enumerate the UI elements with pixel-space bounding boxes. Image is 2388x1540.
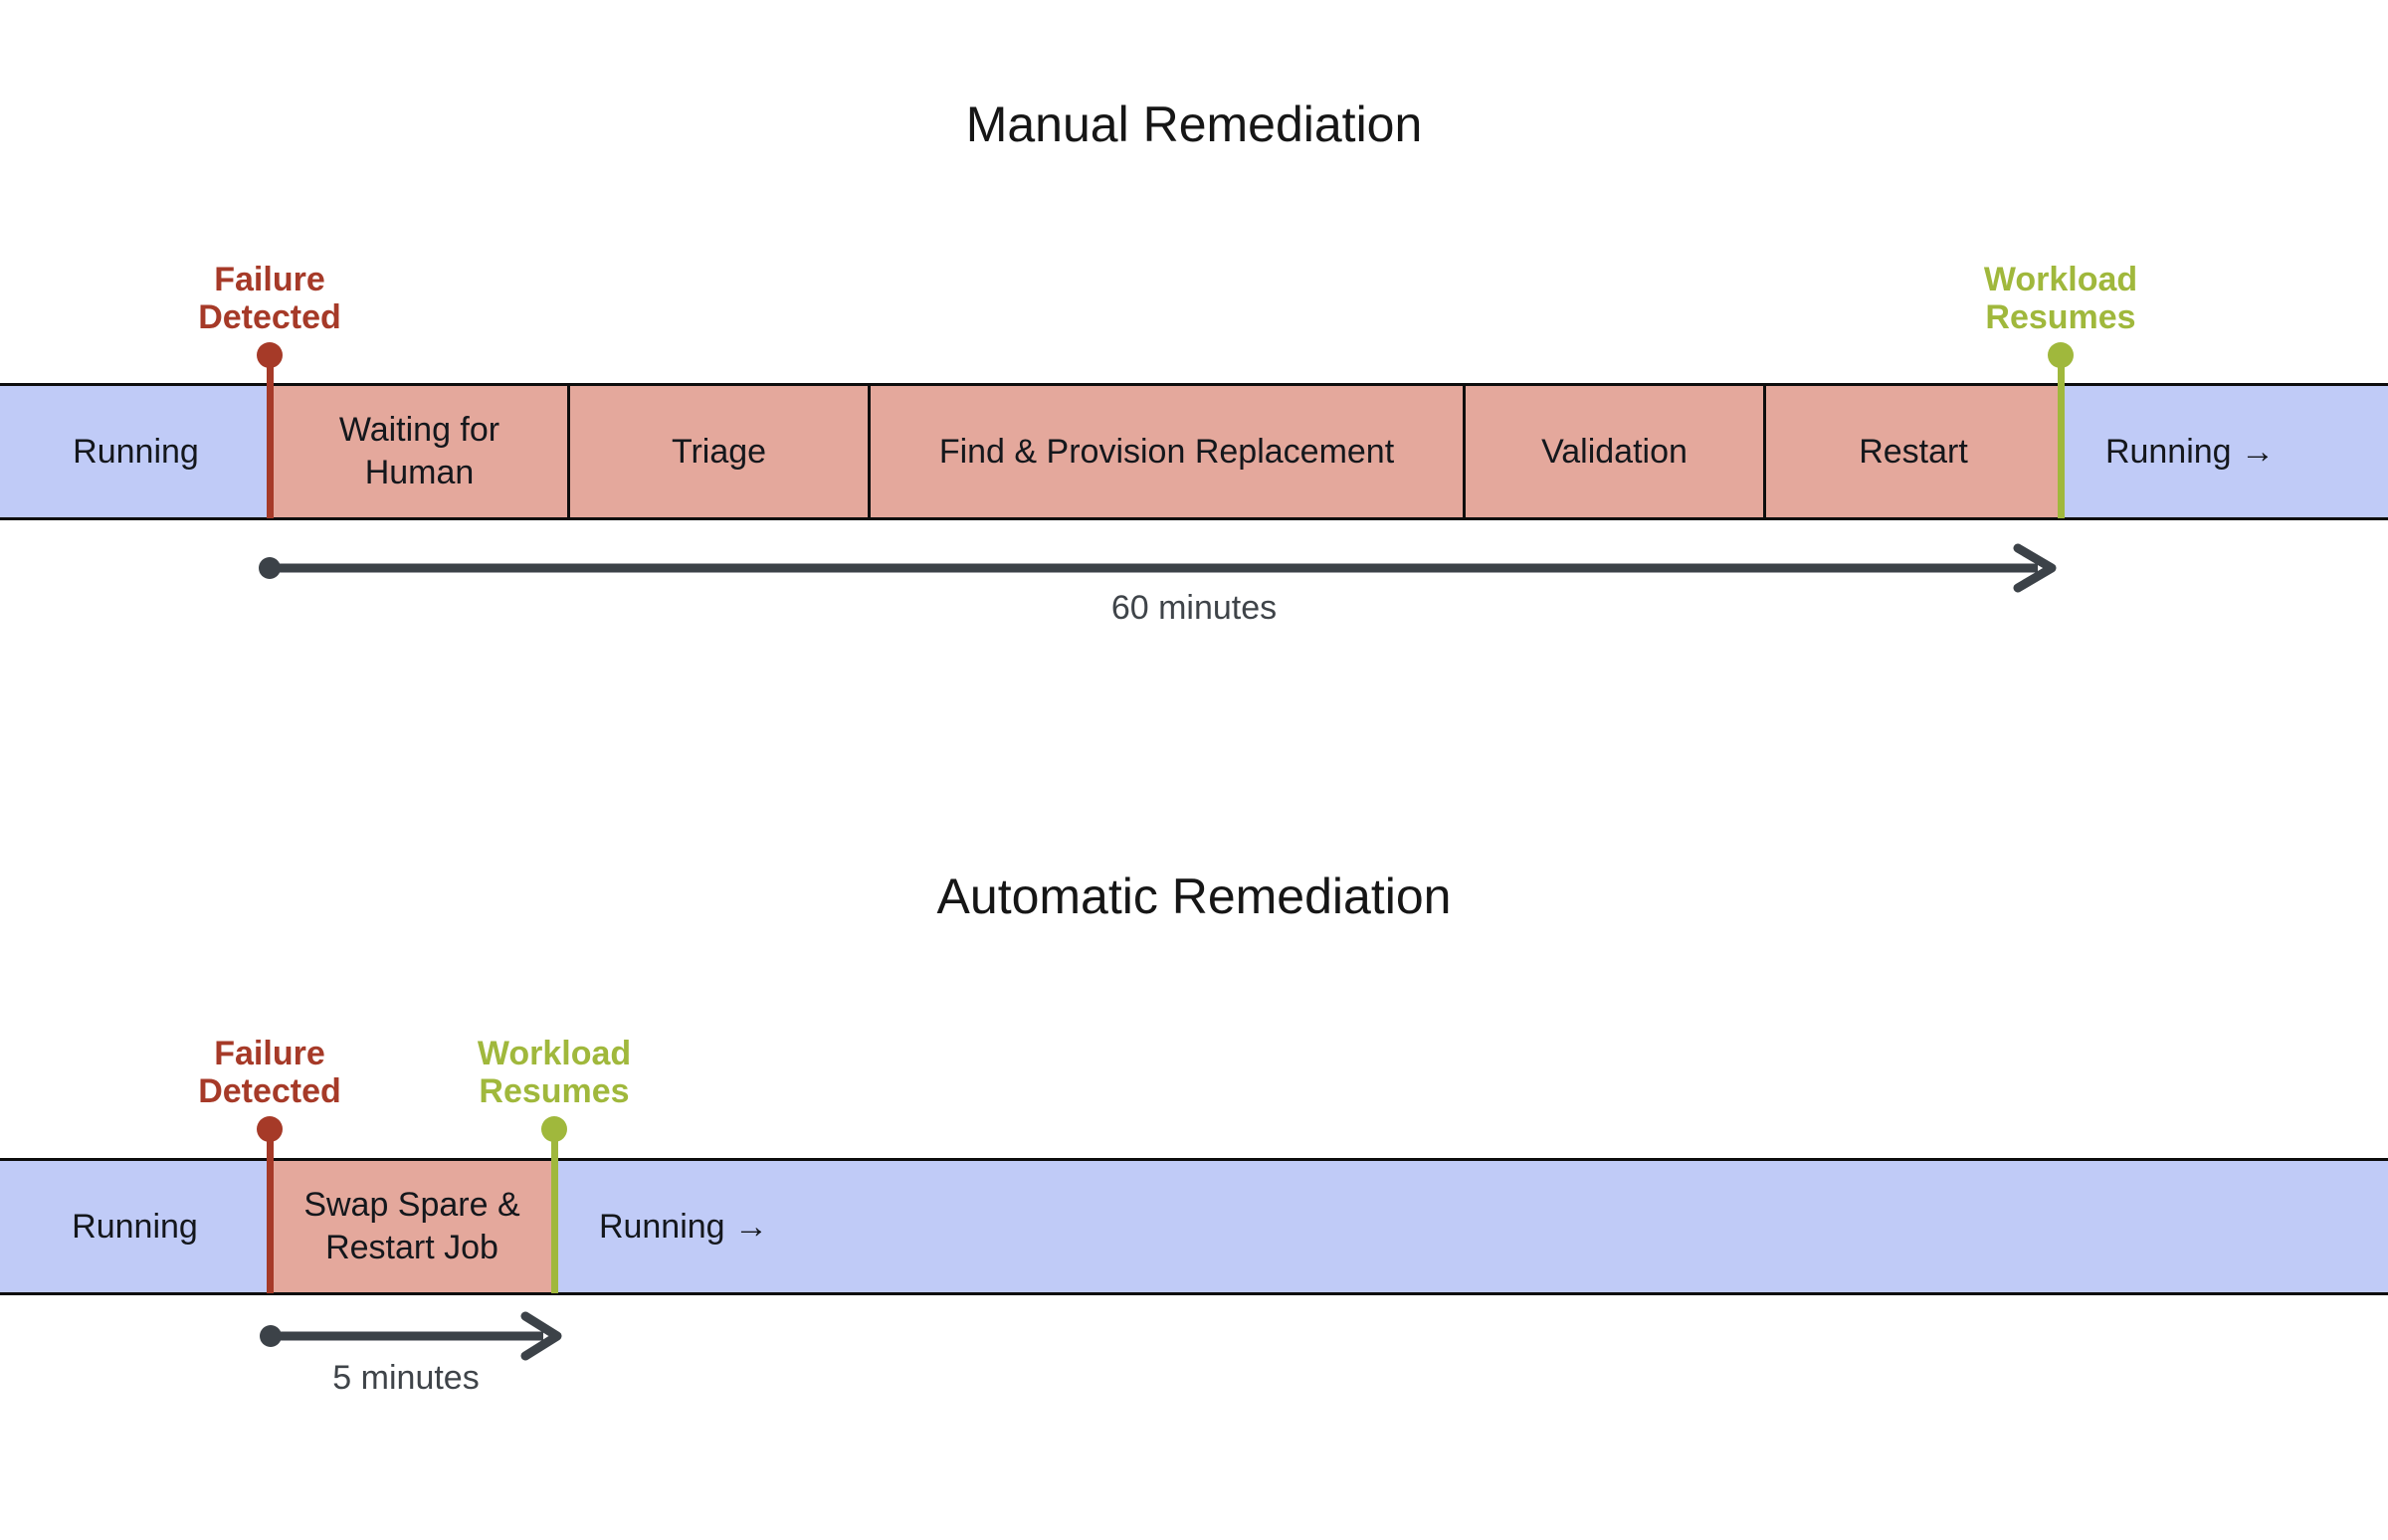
resume-marker-dot-icon: [2048, 342, 2074, 368]
manual-duration-arrow-icon: [259, 543, 2057, 593]
resume-marker-stem-auto: [551, 1124, 558, 1293]
segment-triage: Triage: [567, 386, 868, 517]
resume-marker-stem: [2058, 350, 2065, 518]
failure-detected-line1: Failure: [214, 261, 325, 298]
segment-swap-spare-restart-job: Swap Spare & Restart Job: [270, 1161, 554, 1292]
segment-running-resumed-auto: Running →: [554, 1161, 2388, 1292]
segment-restart: Restart: [1763, 386, 2061, 517]
workload-resumes-label-auto: Workload Resumes: [375, 1035, 733, 1110]
workload-resumes-auto-line2: Resumes: [479, 1072, 630, 1110]
failure-detected-auto-line1: Failure: [214, 1035, 325, 1072]
workload-resumes-line1: Workload: [1983, 261, 2138, 298]
automatic-timeline-bar: Running Swap Spare & Restart Job Running…: [0, 1158, 2388, 1295]
failure-detected-line2: Detected: [198, 298, 341, 336]
segment-waiting-for-human: Waiting for Human: [272, 386, 567, 517]
segment-running-resumed-auto-label: Running →: [598, 1207, 769, 1246]
manual-remediation-title: Manual Remediation: [965, 96, 1423, 152]
segment-running-auto: Running: [0, 1161, 270, 1292]
segment-find-provision-replacement: Find & Provision Replacement: [868, 386, 1463, 517]
workload-resumes-label: Workload Resumes: [1882, 261, 2240, 336]
failure-marker-dot-auto-icon: [257, 1116, 283, 1142]
segment-validation: Validation: [1463, 386, 1763, 517]
failure-marker-stem: [267, 350, 274, 518]
failure-detected-auto-line2: Detected: [198, 1072, 341, 1110]
failure-detected-label-auto: Failure Detected: [91, 1035, 449, 1110]
failure-detected-label: Failure Detected: [91, 261, 449, 336]
automatic-duration-label: 5 minutes: [332, 1359, 480, 1397]
resume-marker-dot-auto-icon: [541, 1116, 567, 1142]
manual-duration-label: 60 minutes: [1110, 589, 1278, 627]
segment-running: Running: [0, 386, 272, 517]
workload-resumes-auto-line1: Workload: [477, 1035, 632, 1072]
failure-marker-dot-icon: [257, 342, 283, 368]
automatic-duration-arrow-icon: [260, 1311, 562, 1361]
workload-resumes-line2: Resumes: [1985, 298, 2136, 336]
manual-timeline-bar: Running Waiting for Human Triage Find & …: [0, 383, 2388, 520]
failure-marker-stem-auto: [267, 1124, 274, 1293]
automatic-remediation-title: Automatic Remediation: [936, 868, 1452, 924]
segment-running-resumed: Running →: [2061, 386, 2388, 517]
segment-running-resumed-label: Running →: [2104, 432, 2276, 471]
